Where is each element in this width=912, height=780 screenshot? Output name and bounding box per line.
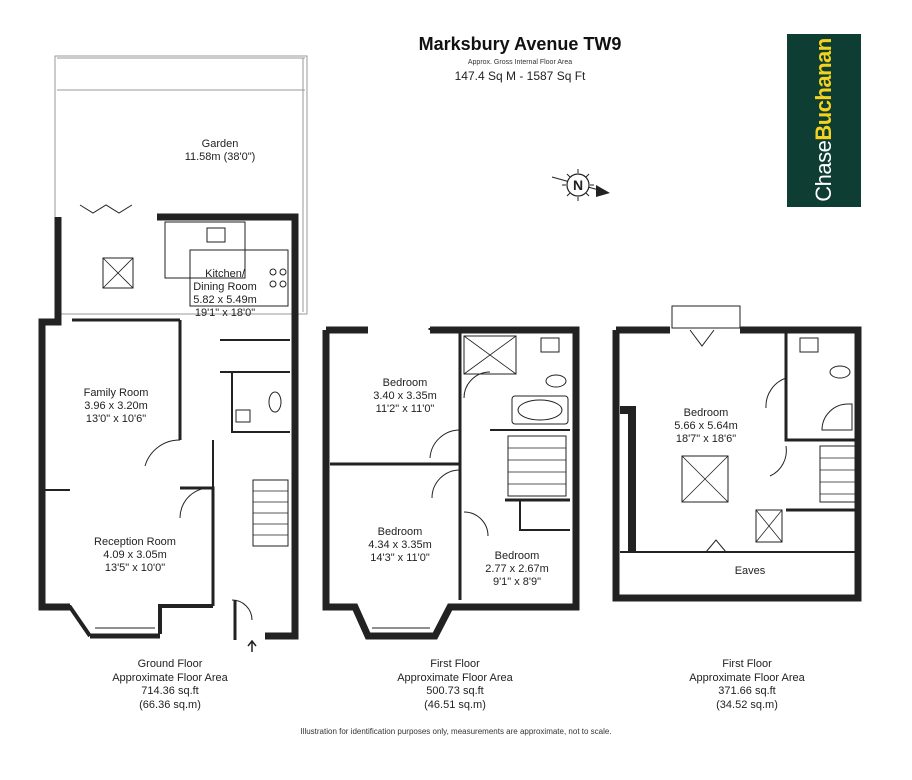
garden-label: Garden 11.58m (38'0") (150, 138, 290, 164)
kitchen-name-2: Dining Room (193, 281, 257, 293)
reception-room-label: Reception Room 4.09 x 3.05m 13'5" x 10'0… (70, 536, 200, 575)
kitchen-name-1: Kitchen/ (205, 268, 245, 280)
bedroom-2-imperial: 14'3" x 11'0" (370, 552, 430, 564)
disclaimer-text: Illustration for identification purposes… (300, 727, 612, 736)
floor-sqft: 500.73 sq.ft (426, 685, 484, 697)
kitchen-label: Kitchen/ Dining Room 5.82 x 5.49m 19'1" … (165, 268, 285, 320)
reception-room-name: Reception Room (94, 536, 176, 548)
floor-sqm: (34.52 sq.m) (716, 698, 778, 711)
bedroom-2-name: Bedroom (377, 526, 423, 538)
floor-sqft: 371.66 sq.ft (718, 685, 776, 697)
bedroom-3-imperial: 9'1" x 8'9" (492, 576, 542, 588)
floor-caption-first: First Floor Approximate Floor Area 500.7… (385, 658, 525, 712)
garden-outline (54, 55, 308, 315)
kitchen-metric: 5.82 x 5.49m (193, 294, 257, 306)
family-room-name: Family Room (83, 387, 149, 399)
bedroom-1-imperial: 11'2" x 11'0" (375, 403, 435, 415)
eaves-label: Eaves (700, 565, 800, 578)
page-title: Marksbury Avenue TW9 (418, 34, 622, 54)
brand-logo[interactable]: ChaseBuchanan (787, 34, 861, 207)
bedroom-4-name: Bedroom (683, 407, 729, 419)
bedroom-3-metric: 2.77 x 2.67m (485, 563, 549, 575)
floor-caption-ground: Ground Floor Approximate Floor Area 714.… (100, 658, 240, 712)
floor-caption-text: Approximate Floor Area (689, 671, 805, 684)
bedroom-4-label: Bedroom 5.66 x 5.64m 18'7" x 18'6" (656, 407, 756, 446)
bedroom-1-metric: 3.40 x 3.35m (373, 390, 437, 402)
bedroom-2-label: Bedroom 4.34 x 3.35m 14'3" x 11'0" (350, 526, 450, 565)
garden-dims: 11.58m (38'0") (184, 151, 256, 163)
compass-label: N (573, 177, 583, 193)
floor-sqft: 714.36 sq.ft (141, 685, 199, 697)
ground-floor-plan (38, 204, 299, 652)
floor-name: Ground Floor (137, 658, 203, 670)
bedroom-2-metric: 4.34 x 3.35m (368, 539, 432, 551)
bedroom-1-name: Bedroom (382, 377, 428, 389)
garden-name: Garden (201, 138, 239, 150)
family-room-metric: 3.96 x 3.20m (84, 400, 148, 412)
floor-caption-text: Approximate Floor Area (397, 671, 513, 684)
north-arrow-icon: N (551, 169, 610, 201)
floor-name: First Floor (430, 658, 480, 670)
first-floor-plan (322, 326, 580, 640)
reception-room-imperial: 13'5" x 10'0" (104, 562, 166, 574)
area-subtitle: Approx. Gross Internal Floor Area (467, 59, 573, 66)
family-room-imperial: 13'0" x 10'6" (85, 413, 147, 425)
floor-caption-text: Approximate Floor Area (112, 671, 228, 684)
bedroom-3-label: Bedroom 2.77 x 2.67m 9'1" x 8'9" (470, 550, 564, 589)
floor-caption-second: First Floor Approximate Floor Area 371.6… (677, 658, 817, 712)
bedroom-4-metric: 5.66 x 5.64m (674, 420, 738, 432)
eaves-name: Eaves (734, 565, 766, 577)
floor-name: First Floor (722, 658, 772, 670)
reception-room-metric: 4.09 x 3.05m (103, 549, 167, 561)
floor-sqm: (46.51 sq.m) (424, 698, 486, 711)
family-room-label: Family Room 3.96 x 3.20m 13'0" x 10'6" (60, 387, 172, 426)
total-area: 147.4 Sq M - 1587 Sq Ft (454, 69, 586, 83)
bedroom-1-label: Bedroom 3.40 x 3.35m 11'2" x 11'0" (355, 377, 455, 416)
bedroom-4-imperial: 18'7" x 18'6" (675, 433, 737, 445)
floor-sqm: (66.36 sq.m) (139, 698, 201, 711)
second-floor-plan (612, 305, 862, 602)
bedroom-3-name: Bedroom (494, 550, 540, 562)
kitchen-imperial: 19'1" x 18'0" (194, 307, 256, 319)
